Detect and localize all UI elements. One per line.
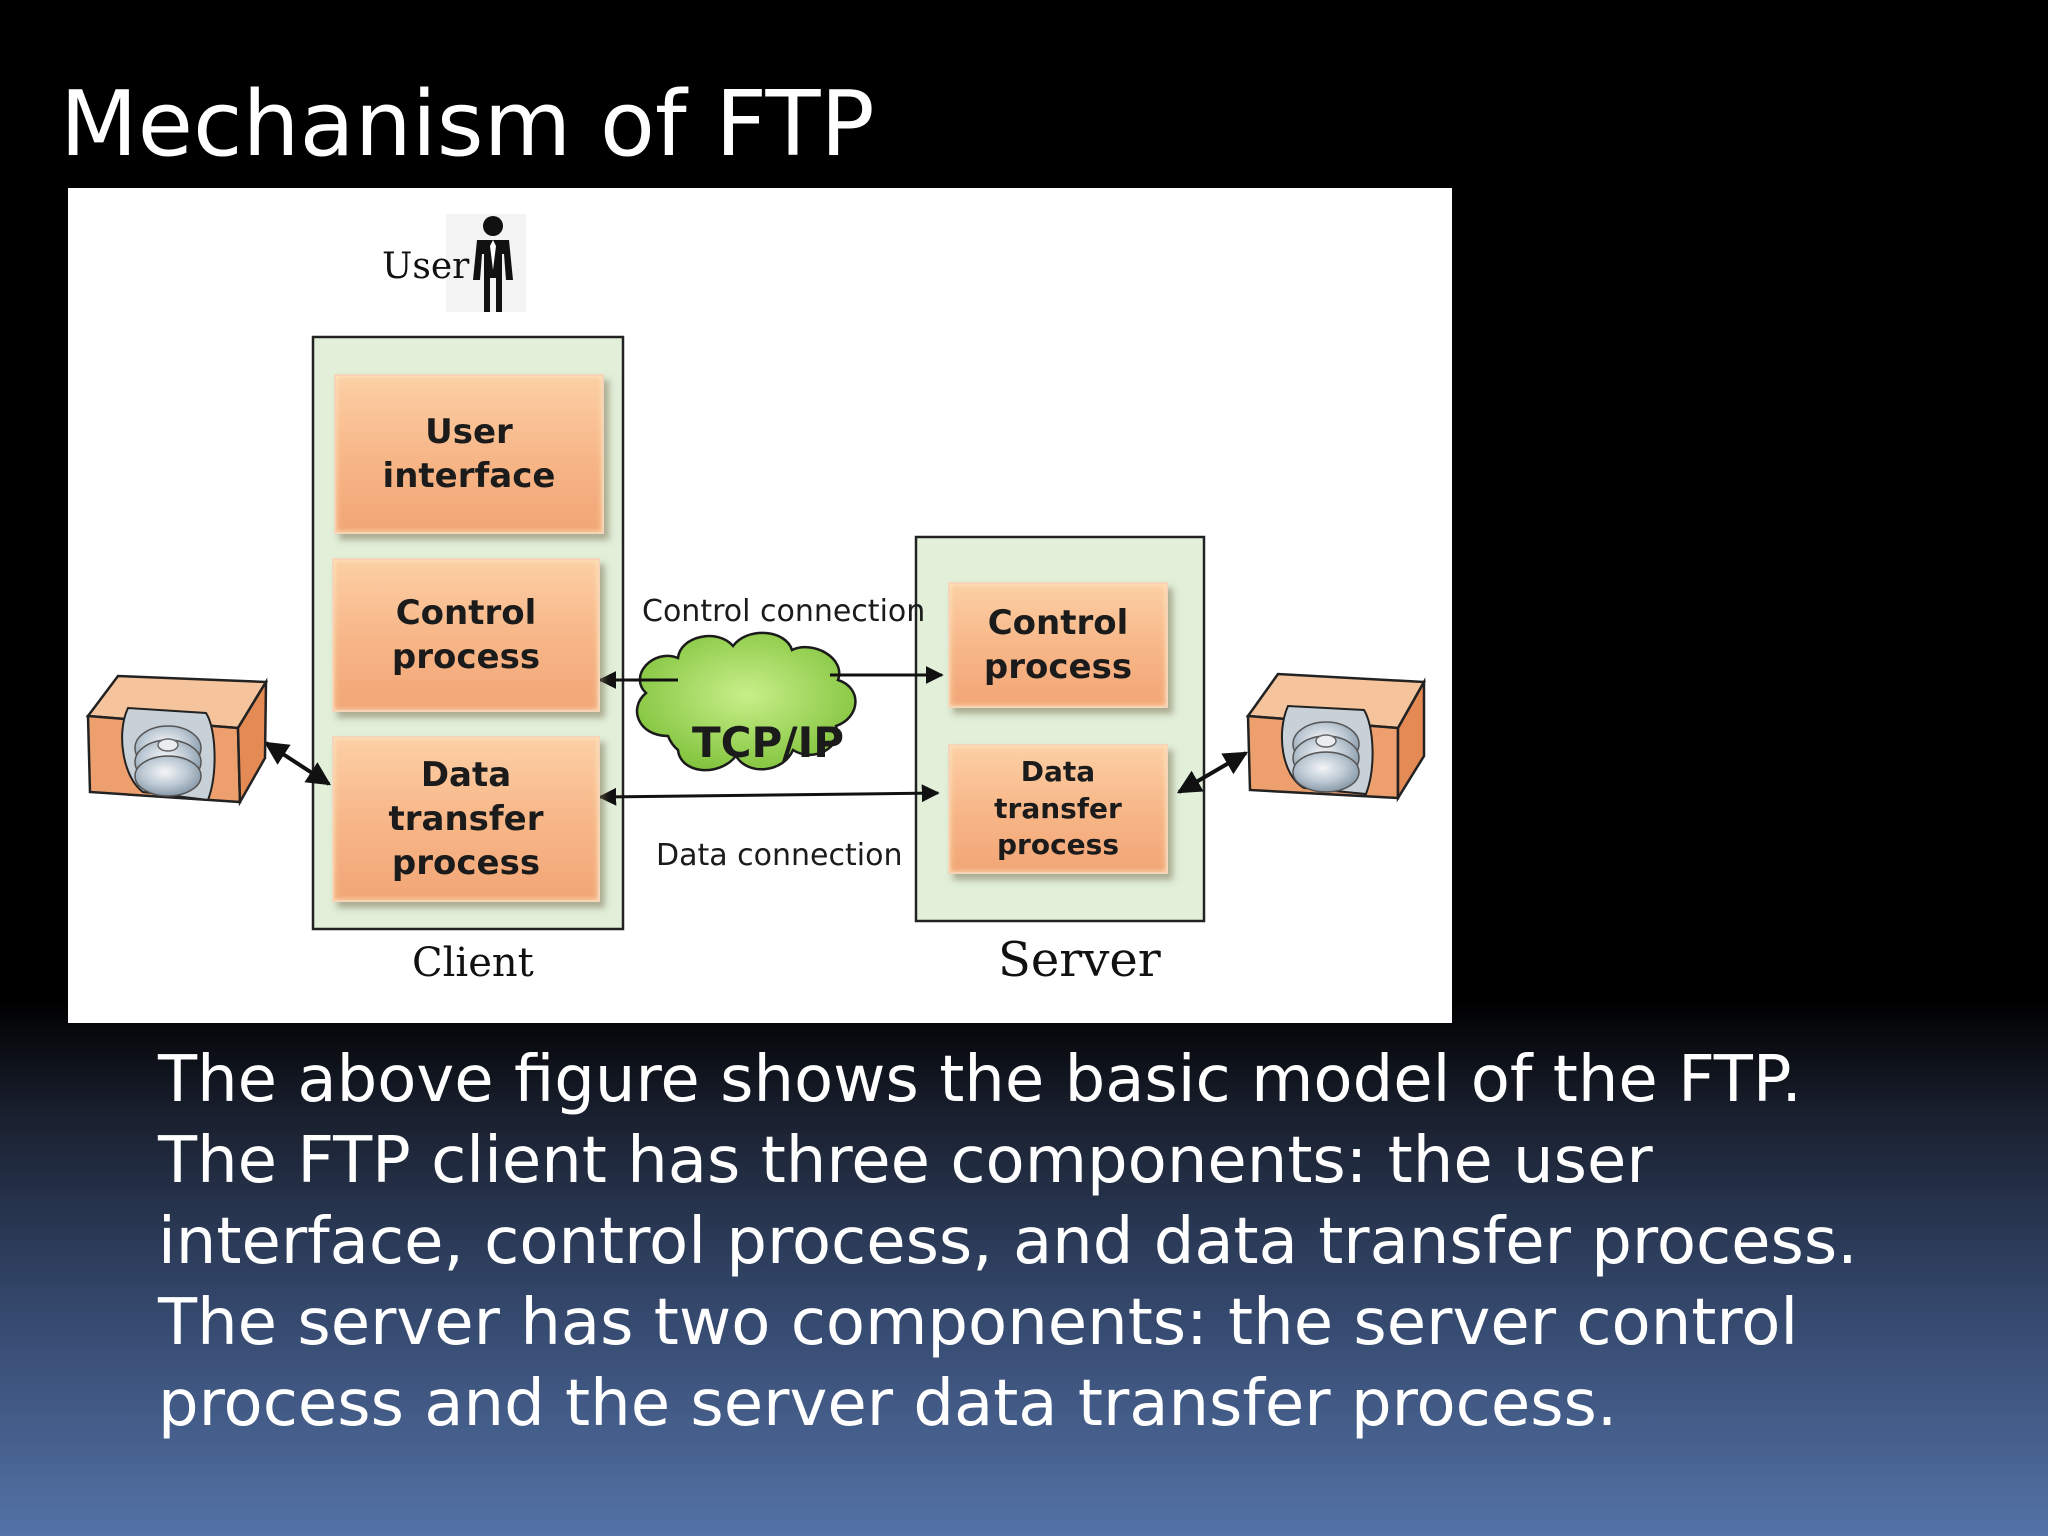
ftp-diagram: User User interface Control process Data… — [68, 188, 1452, 1023]
server-control-process-box: Control process — [948, 582, 1168, 708]
body-line: interface, control process, and data tra… — [158, 1205, 1858, 1279]
user-label: User — [382, 246, 470, 287]
client-control-process-box: Control process — [332, 558, 600, 712]
control-connection-label: Control connection — [642, 594, 926, 629]
client-label: Client — [412, 940, 534, 986]
client-user-interface-box: User interface — [334, 374, 604, 534]
client-storage-icon — [85, 674, 269, 807]
body-line: The above figure shows the basic model o… — [158, 1043, 1802, 1117]
server-disk-arrow — [1176, 751, 1249, 794]
slide-body-text: The above figure shows the basic model o… — [158, 1040, 2018, 1445]
user-person-icon — [446, 214, 526, 312]
body-line: The server has two components: the serve… — [158, 1286, 1799, 1360]
server-storage-icon — [1245, 672, 1427, 803]
body-line: process and the server data transfer pro… — [158, 1367, 1618, 1441]
data-connection-label: Data connection — [656, 838, 903, 873]
server-data-transfer-box: Data transfer process — [948, 744, 1168, 874]
data-connection-arrow — [598, 784, 940, 806]
tcp-ip-label: TCP/IP — [692, 718, 845, 767]
client-data-transfer-box: Data transfer process — [332, 736, 600, 902]
body-line: The FTP client has three components: the… — [158, 1124, 1653, 1198]
client-disk-arrow — [263, 741, 332, 786]
slide-title: Mechanism of FTP — [60, 72, 875, 177]
server-label: Server — [998, 932, 1161, 988]
tcp-ip-cloud-icon — [635, 631, 857, 772]
